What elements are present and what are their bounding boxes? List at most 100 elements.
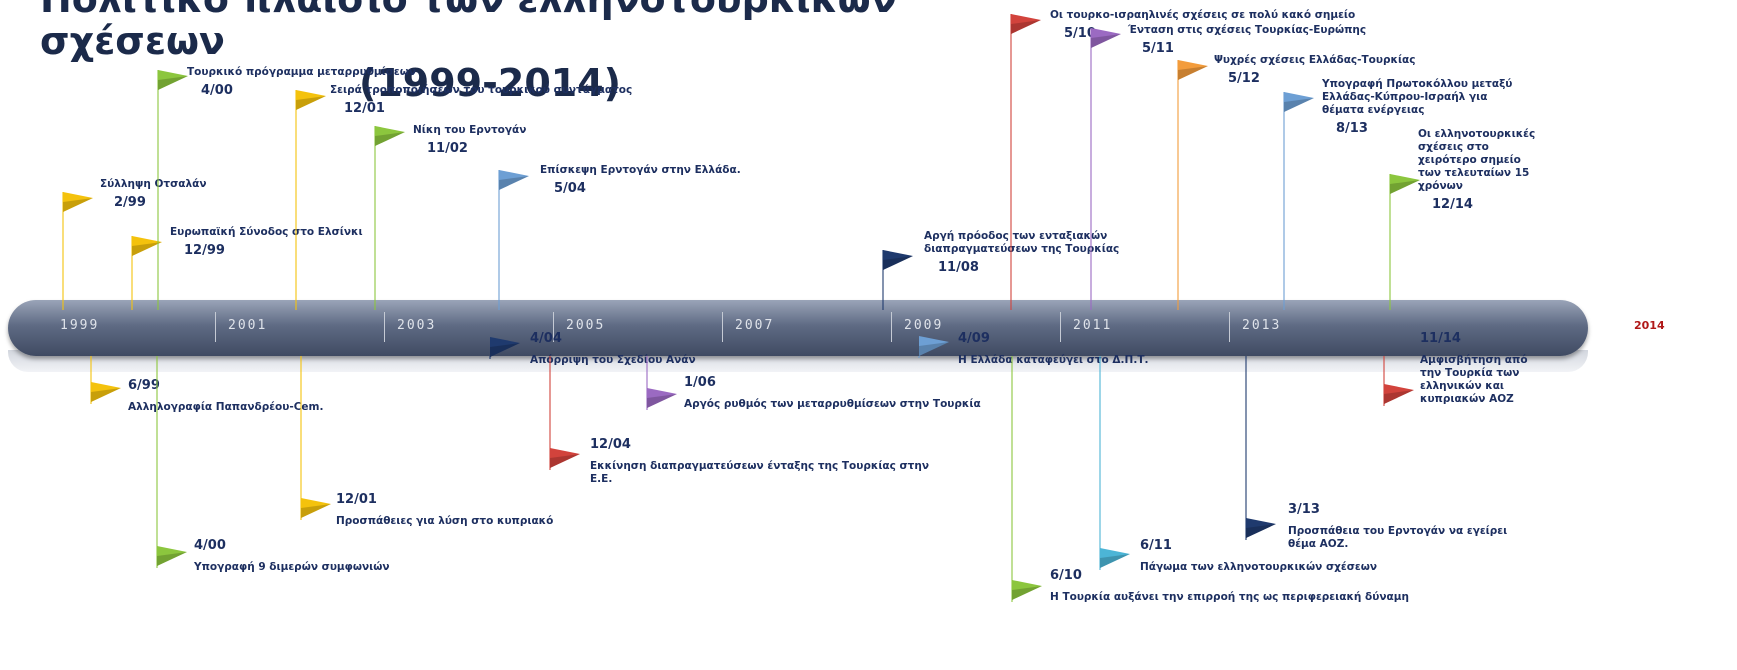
event-pole (295, 90, 297, 310)
event-pole (157, 70, 159, 310)
event-label: Υπογραφή Πρωτοκόλλου μεταξύ Ελλάδας-Κύπρ… (1322, 78, 1513, 116)
event-date: 4/09 (958, 331, 990, 346)
event-flag-icon (157, 546, 187, 566)
event-flag-shade (490, 343, 520, 357)
event-flag-shape (919, 336, 949, 356)
event-date: 12/01 (336, 492, 377, 507)
event-pole (90, 356, 92, 404)
event-flag-icon (301, 498, 331, 518)
event-label: Υπογραφή 9 διμερών συμφωνιών (194, 561, 390, 573)
event-pole (1090, 28, 1092, 310)
event-date: 1/06 (684, 375, 716, 390)
event-flag-shade (91, 388, 121, 402)
year-label: 2011 (1073, 318, 1113, 333)
event-date: 5/04 (554, 181, 586, 196)
event-date: 5/12 (1228, 71, 1260, 86)
event-flag-icon (158, 70, 188, 90)
event-flag-shape (1091, 28, 1121, 48)
event-date: 2/99 (114, 195, 146, 210)
event-flag-icon (499, 170, 529, 190)
event-flag-shape (301, 498, 331, 518)
event-label: Αργός ρυθμός των μεταρρυθμίσεων στην Του… (684, 398, 981, 410)
event-label: Οι τουρκο-ισραηλινές σχέσεις σε πολύ κακ… (1050, 9, 1356, 21)
event-flag-icon (1091, 28, 1121, 48)
event-flag-shade (1012, 586, 1042, 600)
event-flag-shade (63, 198, 93, 212)
event-flag-shade (1384, 390, 1414, 404)
event-date: 11/14 (1420, 331, 1461, 346)
year-divider (891, 312, 892, 342)
page-title: Πολιτικό πλαίσιο των ελληνοτουρκικών σχέ… (40, 0, 1040, 104)
event-pole (489, 356, 491, 359)
event-flag-shape (157, 546, 187, 566)
event-flag-shade (499, 176, 529, 190)
event-flag-shape (490, 337, 520, 357)
event-date: 12/14 (1432, 197, 1473, 212)
event-label: Σύλληψη Οτσαλάν (100, 178, 207, 190)
event-label: Εκκίνηση διαπραγματεύσεων ένταξης της Το… (590, 460, 930, 485)
event-pole (1010, 14, 1012, 310)
year-label: 1999 (60, 318, 100, 333)
event-flag-icon (132, 236, 162, 256)
timeline-bar (8, 300, 1588, 356)
event-flag-shape (91, 382, 121, 402)
event-label: Σειρά τροποποιήσεων του τουρκικού συντάγ… (330, 84, 633, 96)
event-flag-icon (1284, 92, 1314, 112)
event-pole (549, 356, 551, 470)
event-label: Πάγωμα των ελληνοτουρκικών σχέσεων (1140, 561, 1378, 573)
event-date: 12/01 (344, 101, 385, 116)
event-flag-shape (883, 250, 913, 270)
event-flag-icon (1246, 518, 1276, 538)
event-flag-icon (63, 192, 93, 212)
event-pole (498, 170, 500, 310)
event-flag-shade (550, 454, 580, 468)
event-pole (1383, 356, 1385, 406)
event-pole (1099, 356, 1101, 570)
event-date: 11/08 (938, 260, 979, 275)
event-above-item: Σειρά τροποποιήσεων του τουρκικού συντάγ… (330, 84, 800, 116)
event-label: Ένταση στις σχέσεις Τουρκίας-Ευρώπης (1128, 24, 1367, 36)
year-label: 2007 (735, 318, 775, 333)
year-label: 2003 (397, 318, 437, 333)
event-flag-shape (1246, 518, 1276, 538)
event-flag-icon (1011, 14, 1041, 34)
event-flag-shade (919, 342, 949, 356)
event-flag-shade (301, 504, 331, 518)
event-label: Οι ελληνοτουρκικές σχέσεις στο χειρότερο… (1418, 128, 1536, 192)
event-flag-shape (647, 388, 677, 408)
event-flag-shade (1011, 20, 1041, 34)
event-flag-icon (550, 448, 580, 468)
year-label: 2009 (904, 318, 944, 333)
event-label: Η Τουρκία αυξάνει την επιρροή της ως περ… (1050, 591, 1409, 603)
year-label: 2001 (228, 318, 268, 333)
event-flag-icon (919, 336, 949, 356)
event-flag-icon (1390, 174, 1420, 194)
year-divider (1229, 312, 1230, 342)
event-pole (374, 126, 376, 310)
event-flag-shade (647, 394, 677, 408)
event-label: Ευρωπαϊκή Σύνοδος στο Ελσίνκι (170, 226, 363, 238)
event-flag-shape (550, 448, 580, 468)
event-above-item: Επίσκεψη Ερντογάν στην Ελλάδα.5/04 (540, 164, 860, 196)
event-flag-shape (1178, 60, 1208, 80)
event-flag-shape (375, 126, 405, 146)
event-flag-shape (63, 192, 93, 212)
event-flag-shape (1012, 580, 1042, 600)
event-flag-shade (1100, 554, 1130, 568)
event-flag-shade (883, 256, 913, 270)
event-above-item: Αργή πρόοδος των ενταξιακών διαπραγματεύ… (924, 230, 1224, 275)
event-date: 11/02 (427, 141, 468, 156)
event-pole (156, 356, 158, 568)
event-flag-shape (132, 236, 162, 256)
year-divider (722, 312, 723, 342)
event-above-item: Υπογραφή Πρωτοκόλλου μεταξύ Ελλάδας-Κύπρ… (1322, 78, 1532, 136)
event-pole (300, 356, 302, 520)
event-label: Αμφισβήτηση από την Τουρκία των ελληνικώ… (1420, 354, 1528, 405)
